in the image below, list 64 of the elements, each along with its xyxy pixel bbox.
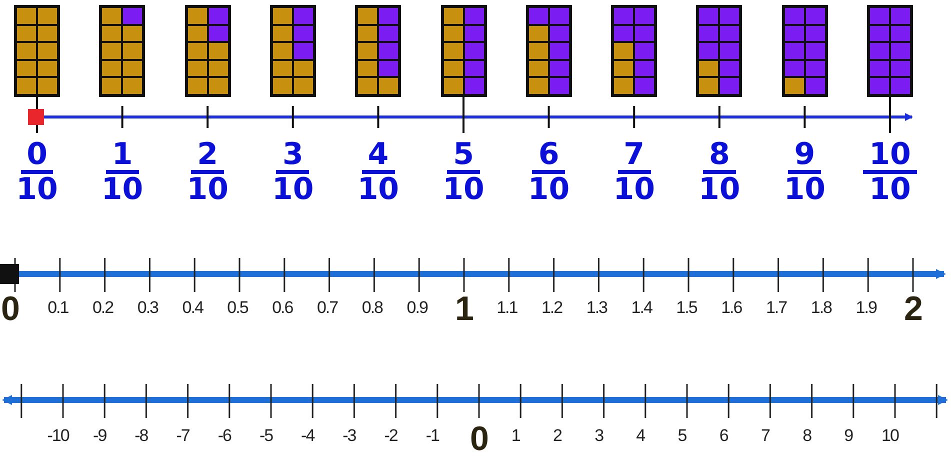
tick-label: -6 [218,426,231,446]
fraction-numerator: 1 [106,140,139,174]
fraction-denominator: 10 [101,174,144,206]
fraction-denominator: 10 [272,174,314,206]
tick-label: 0.5 [227,298,248,318]
tick-label: 1.5 [676,298,697,318]
fraction-denominator: 10 [869,174,911,206]
tick-label: 0 [1,290,19,329]
fraction-numerator: 0 [20,140,54,174]
fraction-numerator: 6 [532,140,566,174]
tick-label: -5 [259,426,273,446]
fraction-denominator: 10 [357,174,400,206]
tick-label: -2 [384,426,398,446]
tick-label: 1.1 [496,298,518,318]
tick-label: -4 [301,426,314,446]
fraction-denominator: 10 [16,174,58,206]
tick-label: 0 [470,420,488,459]
tick-label: 1.2 [541,298,562,318]
tick-label: -1 [426,426,439,446]
tick-label: -7 [176,426,190,446]
tick-label: 1.4 [631,298,652,318]
tick-label: 1.3 [586,298,607,318]
tick-label: 7 [760,426,770,446]
tick-label: 10 [882,426,898,446]
tick-label: 0.3 [137,298,158,318]
tick-label: 4 [636,426,645,446]
tick-label: 0.1 [48,298,68,318]
tick-label: 2 [552,426,562,446]
fraction-denominator: 10 [186,174,228,206]
fraction-numerator: 7 [618,140,651,174]
tick-label: 1 [511,426,520,446]
tick-label: 9 [844,426,853,446]
tick-label: 0.7 [316,298,338,318]
tick-label: -9 [93,426,106,446]
tick-label: 0.9 [406,298,428,318]
tick-label: 2 [904,290,922,329]
fraction-denominator: 10 [784,174,826,206]
tick-label: 5 [678,426,686,446]
tick-label: -3 [342,426,356,446]
tick-label: 8 [802,426,812,446]
fraction-numerator: 2 [191,140,224,174]
tick-label: -10 [47,426,69,446]
tick-label: 1.9 [856,298,876,318]
fraction-numerator: 5 [447,140,480,174]
fraction-denominator: 10 [528,174,570,206]
tick-label: 0.4 [182,298,203,318]
tick-label: 1.6 [721,298,742,318]
tick-label: 0.6 [272,298,293,318]
tick-label: 0.8 [362,298,382,318]
tick-label: 1.8 [810,298,832,318]
tick-label: 0.2 [92,298,114,318]
tick-label: 1 [455,290,473,329]
fraction-numerator: 8 [702,140,736,174]
tick-label: 3 [594,426,604,446]
fraction-denominator: 10 [698,174,740,206]
fraction-numerator: 10 [863,140,917,174]
fraction-numerator: 4 [362,140,395,174]
tick-label: 1.7 [766,298,787,318]
fraction-denominator: 10 [613,174,655,206]
tick-label: 6 [719,426,728,446]
fraction-denominator: 10 [442,174,484,206]
tick-label: -8 [134,426,148,446]
fraction-numerator: 3 [276,140,310,174]
fraction-numerator: 9 [788,140,822,174]
